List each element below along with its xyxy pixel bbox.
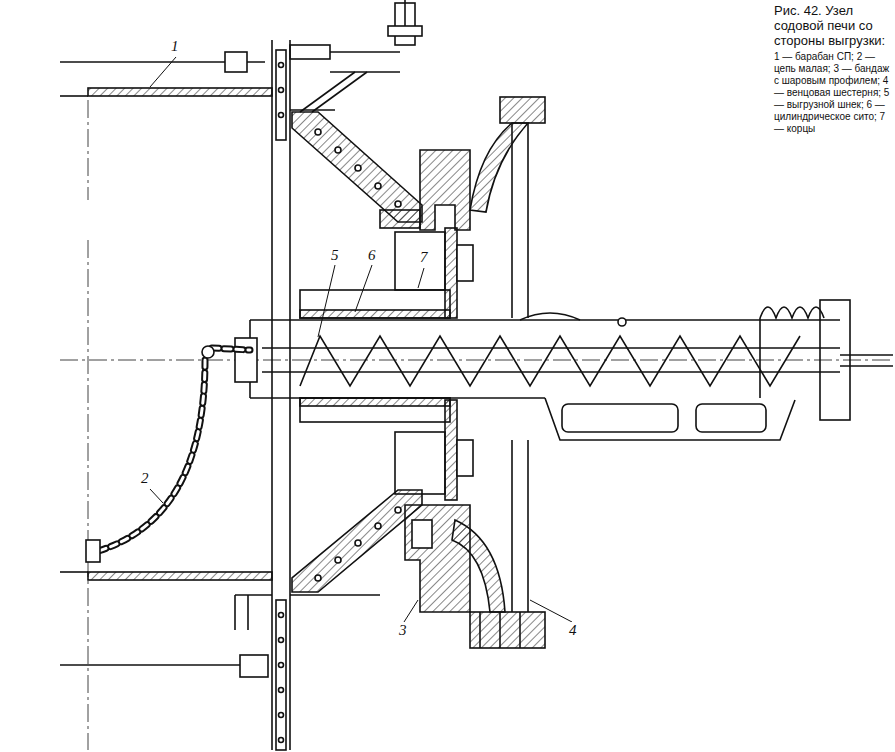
callout-number: 1 (170, 38, 180, 54)
callout-number: 7 (419, 249, 429, 265)
center-lines (60, 100, 893, 750)
callout-number: 2 (140, 470, 150, 486)
figure-caption: 1 — барабан СП; 2 — цепь малая; 3 — банд… (774, 51, 890, 135)
conical-shell (290, 112, 422, 595)
leader-lines (150, 57, 572, 622)
scoops (395, 232, 445, 494)
drum (60, 52, 272, 677)
callout-number: 6 (367, 247, 377, 263)
chain (86, 346, 250, 562)
discharge-housing (545, 300, 850, 440)
discharge-screw (235, 313, 893, 398)
hub-plate (445, 228, 473, 500)
figure-title: Рис. 42. Узел содовой печи со стороны вы… (774, 3, 890, 48)
callout-number: 3 (398, 622, 408, 638)
end-plate (235, 40, 290, 750)
callout-number: 5 (330, 247, 340, 263)
callout-number: 4 (568, 622, 578, 638)
support-frame (290, 0, 422, 112)
